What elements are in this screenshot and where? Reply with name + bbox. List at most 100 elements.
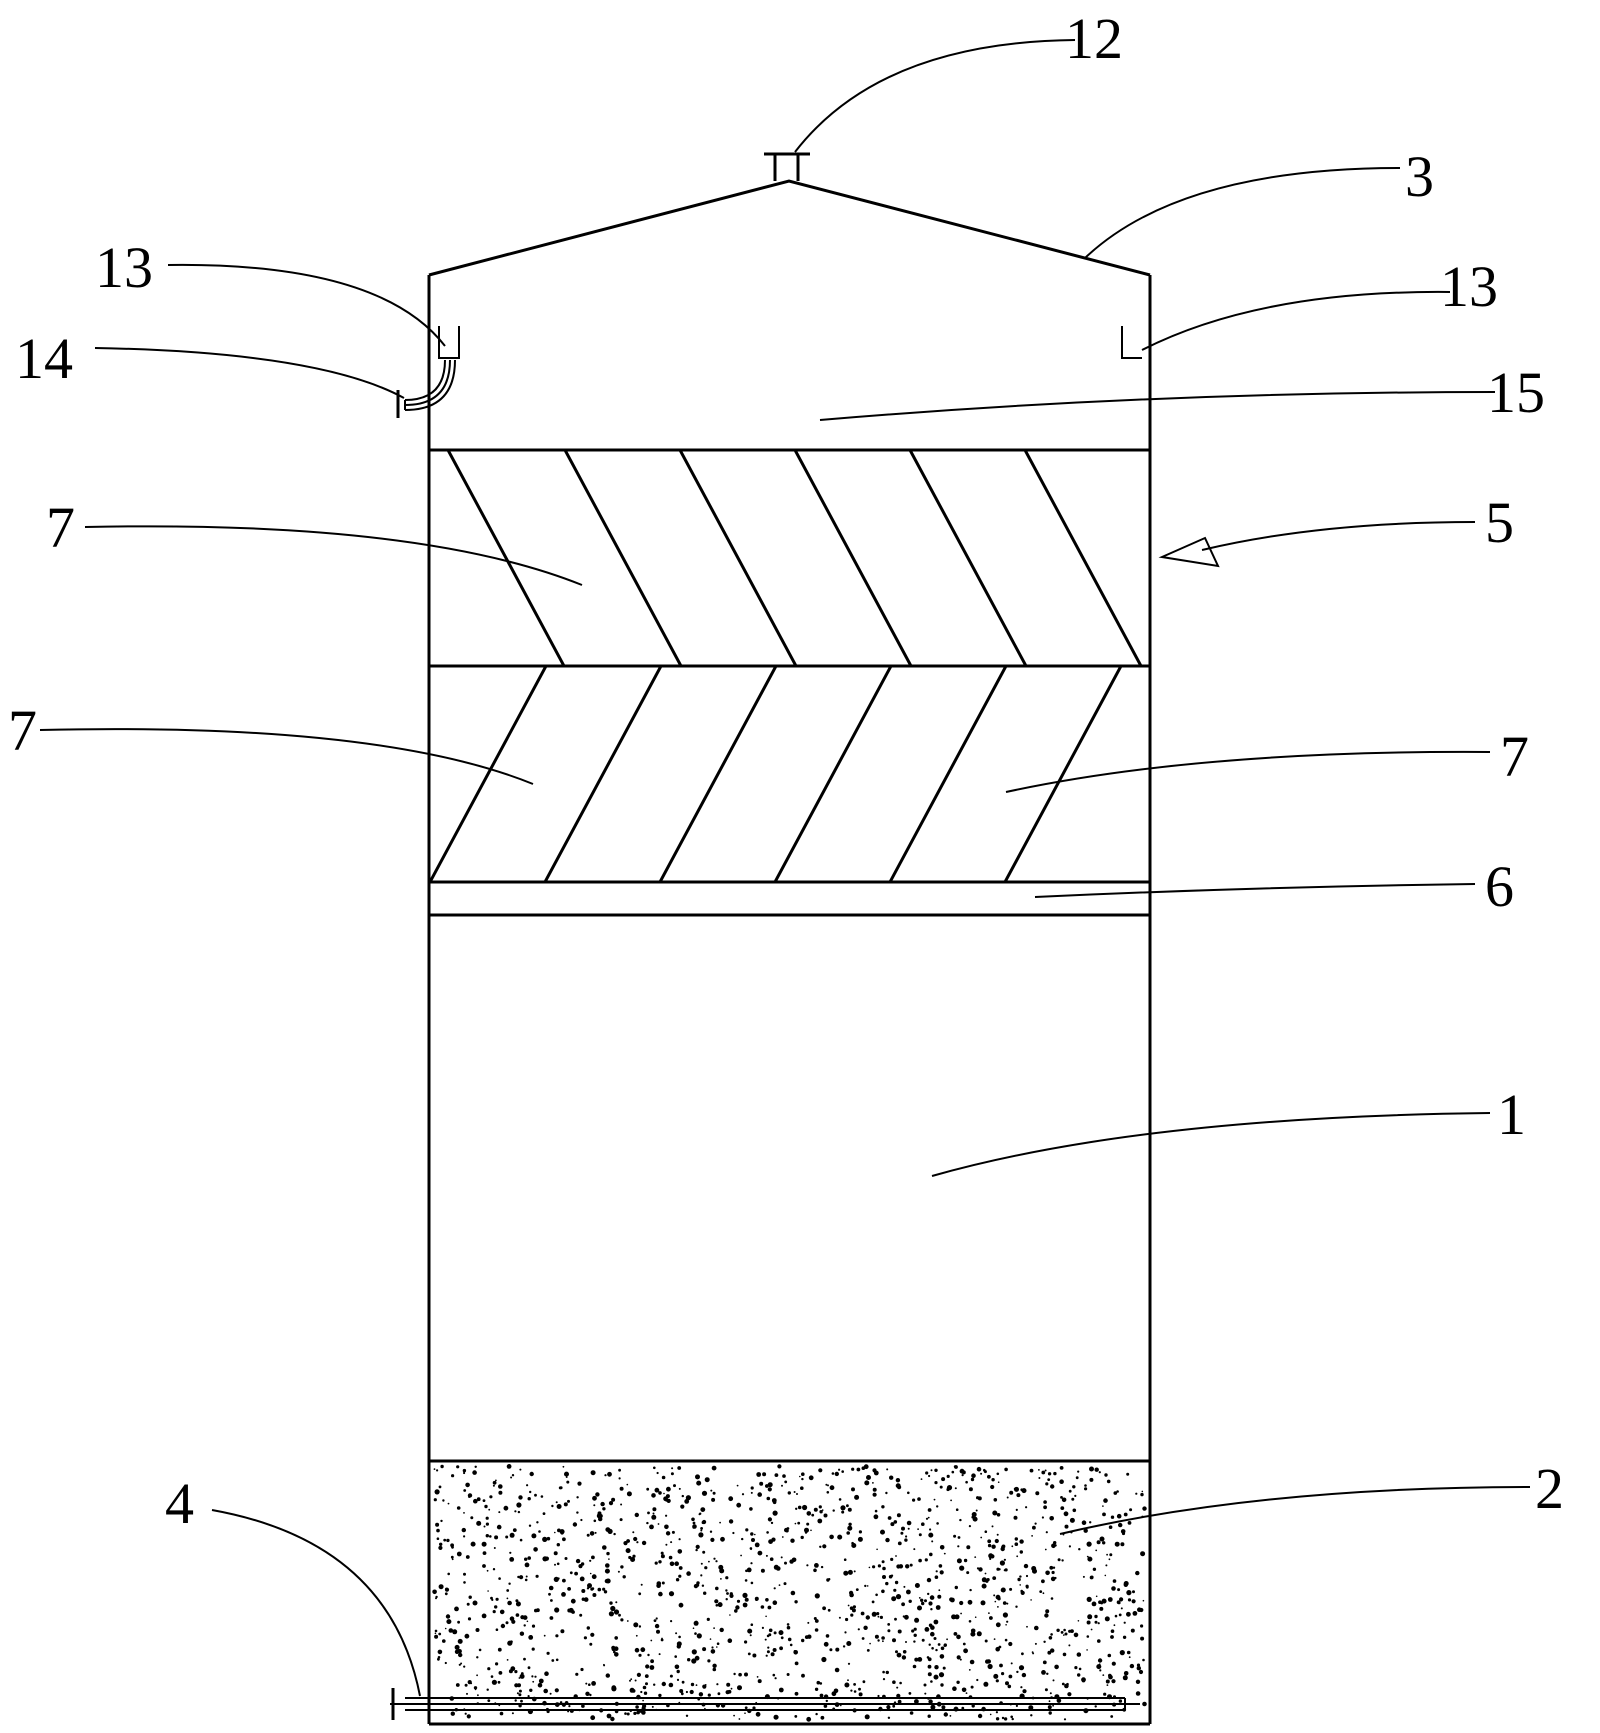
media-speck bbox=[885, 1537, 890, 1543]
media-speck bbox=[456, 1465, 460, 1469]
media-speck bbox=[554, 1531, 556, 1534]
label-12: 12 bbox=[1065, 6, 1123, 71]
media-speck bbox=[939, 1545, 945, 1550]
media-speck bbox=[638, 1592, 642, 1596]
media-speck bbox=[975, 1509, 978, 1512]
media-speck bbox=[930, 1469, 933, 1472]
media-speck bbox=[617, 1570, 620, 1573]
media-speck bbox=[695, 1544, 700, 1549]
inclined-plate-line bbox=[563, 450, 683, 666]
media-speck bbox=[991, 1525, 994, 1528]
media-speck bbox=[645, 1664, 650, 1669]
media-speck bbox=[811, 1513, 815, 1517]
media-speck bbox=[873, 1470, 879, 1476]
media-speck bbox=[852, 1605, 857, 1609]
media-speck bbox=[464, 1712, 467, 1715]
media-speck bbox=[586, 1587, 590, 1590]
media-speck bbox=[626, 1620, 629, 1622]
media-speck bbox=[1086, 1541, 1092, 1547]
media-speck bbox=[450, 1555, 454, 1559]
media-speck bbox=[463, 1581, 466, 1584]
media-speck bbox=[629, 1679, 631, 1682]
media-speck bbox=[572, 1522, 578, 1527]
media-speck bbox=[1105, 1564, 1108, 1567]
media-speck bbox=[981, 1583, 987, 1589]
media-speck bbox=[909, 1711, 914, 1715]
media-speck bbox=[913, 1633, 917, 1638]
media-speck bbox=[440, 1464, 444, 1469]
media-speck bbox=[1031, 1535, 1033, 1537]
media-speck bbox=[673, 1484, 676, 1488]
media-speck bbox=[996, 1533, 999, 1536]
media-speck bbox=[714, 1599, 719, 1604]
media-speck bbox=[538, 1678, 544, 1684]
media-speck bbox=[984, 1530, 988, 1533]
media-speck bbox=[474, 1465, 477, 1469]
media-speck bbox=[1006, 1620, 1009, 1623]
media-speck bbox=[822, 1544, 827, 1549]
media-speck bbox=[651, 1493, 656, 1498]
media-speck bbox=[959, 1518, 962, 1522]
media-speck bbox=[710, 1537, 715, 1542]
inclined-plate-line bbox=[678, 450, 798, 666]
media-speck bbox=[658, 1693, 662, 1698]
media-speck bbox=[750, 1532, 754, 1536]
media-speck bbox=[1014, 1542, 1019, 1546]
media-speck bbox=[896, 1564, 901, 1569]
media-speck bbox=[603, 1590, 608, 1594]
media-speck bbox=[997, 1606, 999, 1608]
media-speck bbox=[896, 1513, 901, 1518]
media-speck bbox=[806, 1511, 812, 1516]
media-speck bbox=[580, 1518, 583, 1522]
media-speck bbox=[885, 1581, 889, 1586]
media-speck bbox=[516, 1601, 521, 1606]
media-speck bbox=[984, 1572, 987, 1575]
media-speck bbox=[924, 1692, 927, 1695]
media-speck bbox=[1111, 1679, 1116, 1684]
media-speck bbox=[579, 1576, 585, 1582]
media-speck bbox=[766, 1650, 770, 1654]
media-speck bbox=[515, 1613, 520, 1617]
media-speck bbox=[987, 1663, 993, 1670]
media-speck bbox=[728, 1519, 734, 1524]
media-speck bbox=[526, 1484, 529, 1487]
media-speck bbox=[747, 1652, 751, 1656]
media-speck bbox=[517, 1510, 521, 1514]
label-4: 4 bbox=[165, 1471, 194, 1536]
media-speck bbox=[929, 1528, 932, 1531]
media-speck bbox=[704, 1566, 708, 1570]
media-speck bbox=[790, 1590, 796, 1596]
media-speck bbox=[451, 1474, 455, 1478]
media-speck bbox=[1123, 1671, 1129, 1676]
media-speck bbox=[1074, 1666, 1078, 1670]
media-speck bbox=[529, 1688, 533, 1693]
media-speck bbox=[794, 1600, 798, 1604]
media-speck bbox=[1060, 1506, 1065, 1510]
media-speck bbox=[802, 1504, 808, 1511]
media-speck bbox=[835, 1647, 840, 1652]
media-speck bbox=[877, 1639, 880, 1642]
media-speck bbox=[466, 1692, 468, 1695]
media-speck bbox=[520, 1699, 523, 1703]
media-speck bbox=[1140, 1492, 1144, 1497]
media-speck bbox=[700, 1527, 703, 1530]
media-speck bbox=[794, 1661, 799, 1666]
leader-14 bbox=[94, 347, 405, 399]
media-speck bbox=[786, 1623, 790, 1626]
media-speck bbox=[669, 1561, 675, 1567]
media-speck bbox=[439, 1542, 443, 1547]
media-speck bbox=[1128, 1656, 1131, 1659]
media-speck bbox=[1132, 1611, 1138, 1616]
media-speck bbox=[462, 1468, 467, 1473]
media-speck bbox=[786, 1673, 790, 1676]
media-speck bbox=[765, 1615, 767, 1618]
media-speck bbox=[850, 1689, 853, 1692]
media-speck bbox=[565, 1476, 568, 1478]
media-speck bbox=[1087, 1614, 1093, 1620]
media-speck bbox=[858, 1530, 863, 1534]
media-speck bbox=[507, 1640, 513, 1646]
media-speck bbox=[585, 1682, 588, 1685]
media-speck bbox=[717, 1692, 721, 1696]
media-speck bbox=[787, 1637, 792, 1642]
